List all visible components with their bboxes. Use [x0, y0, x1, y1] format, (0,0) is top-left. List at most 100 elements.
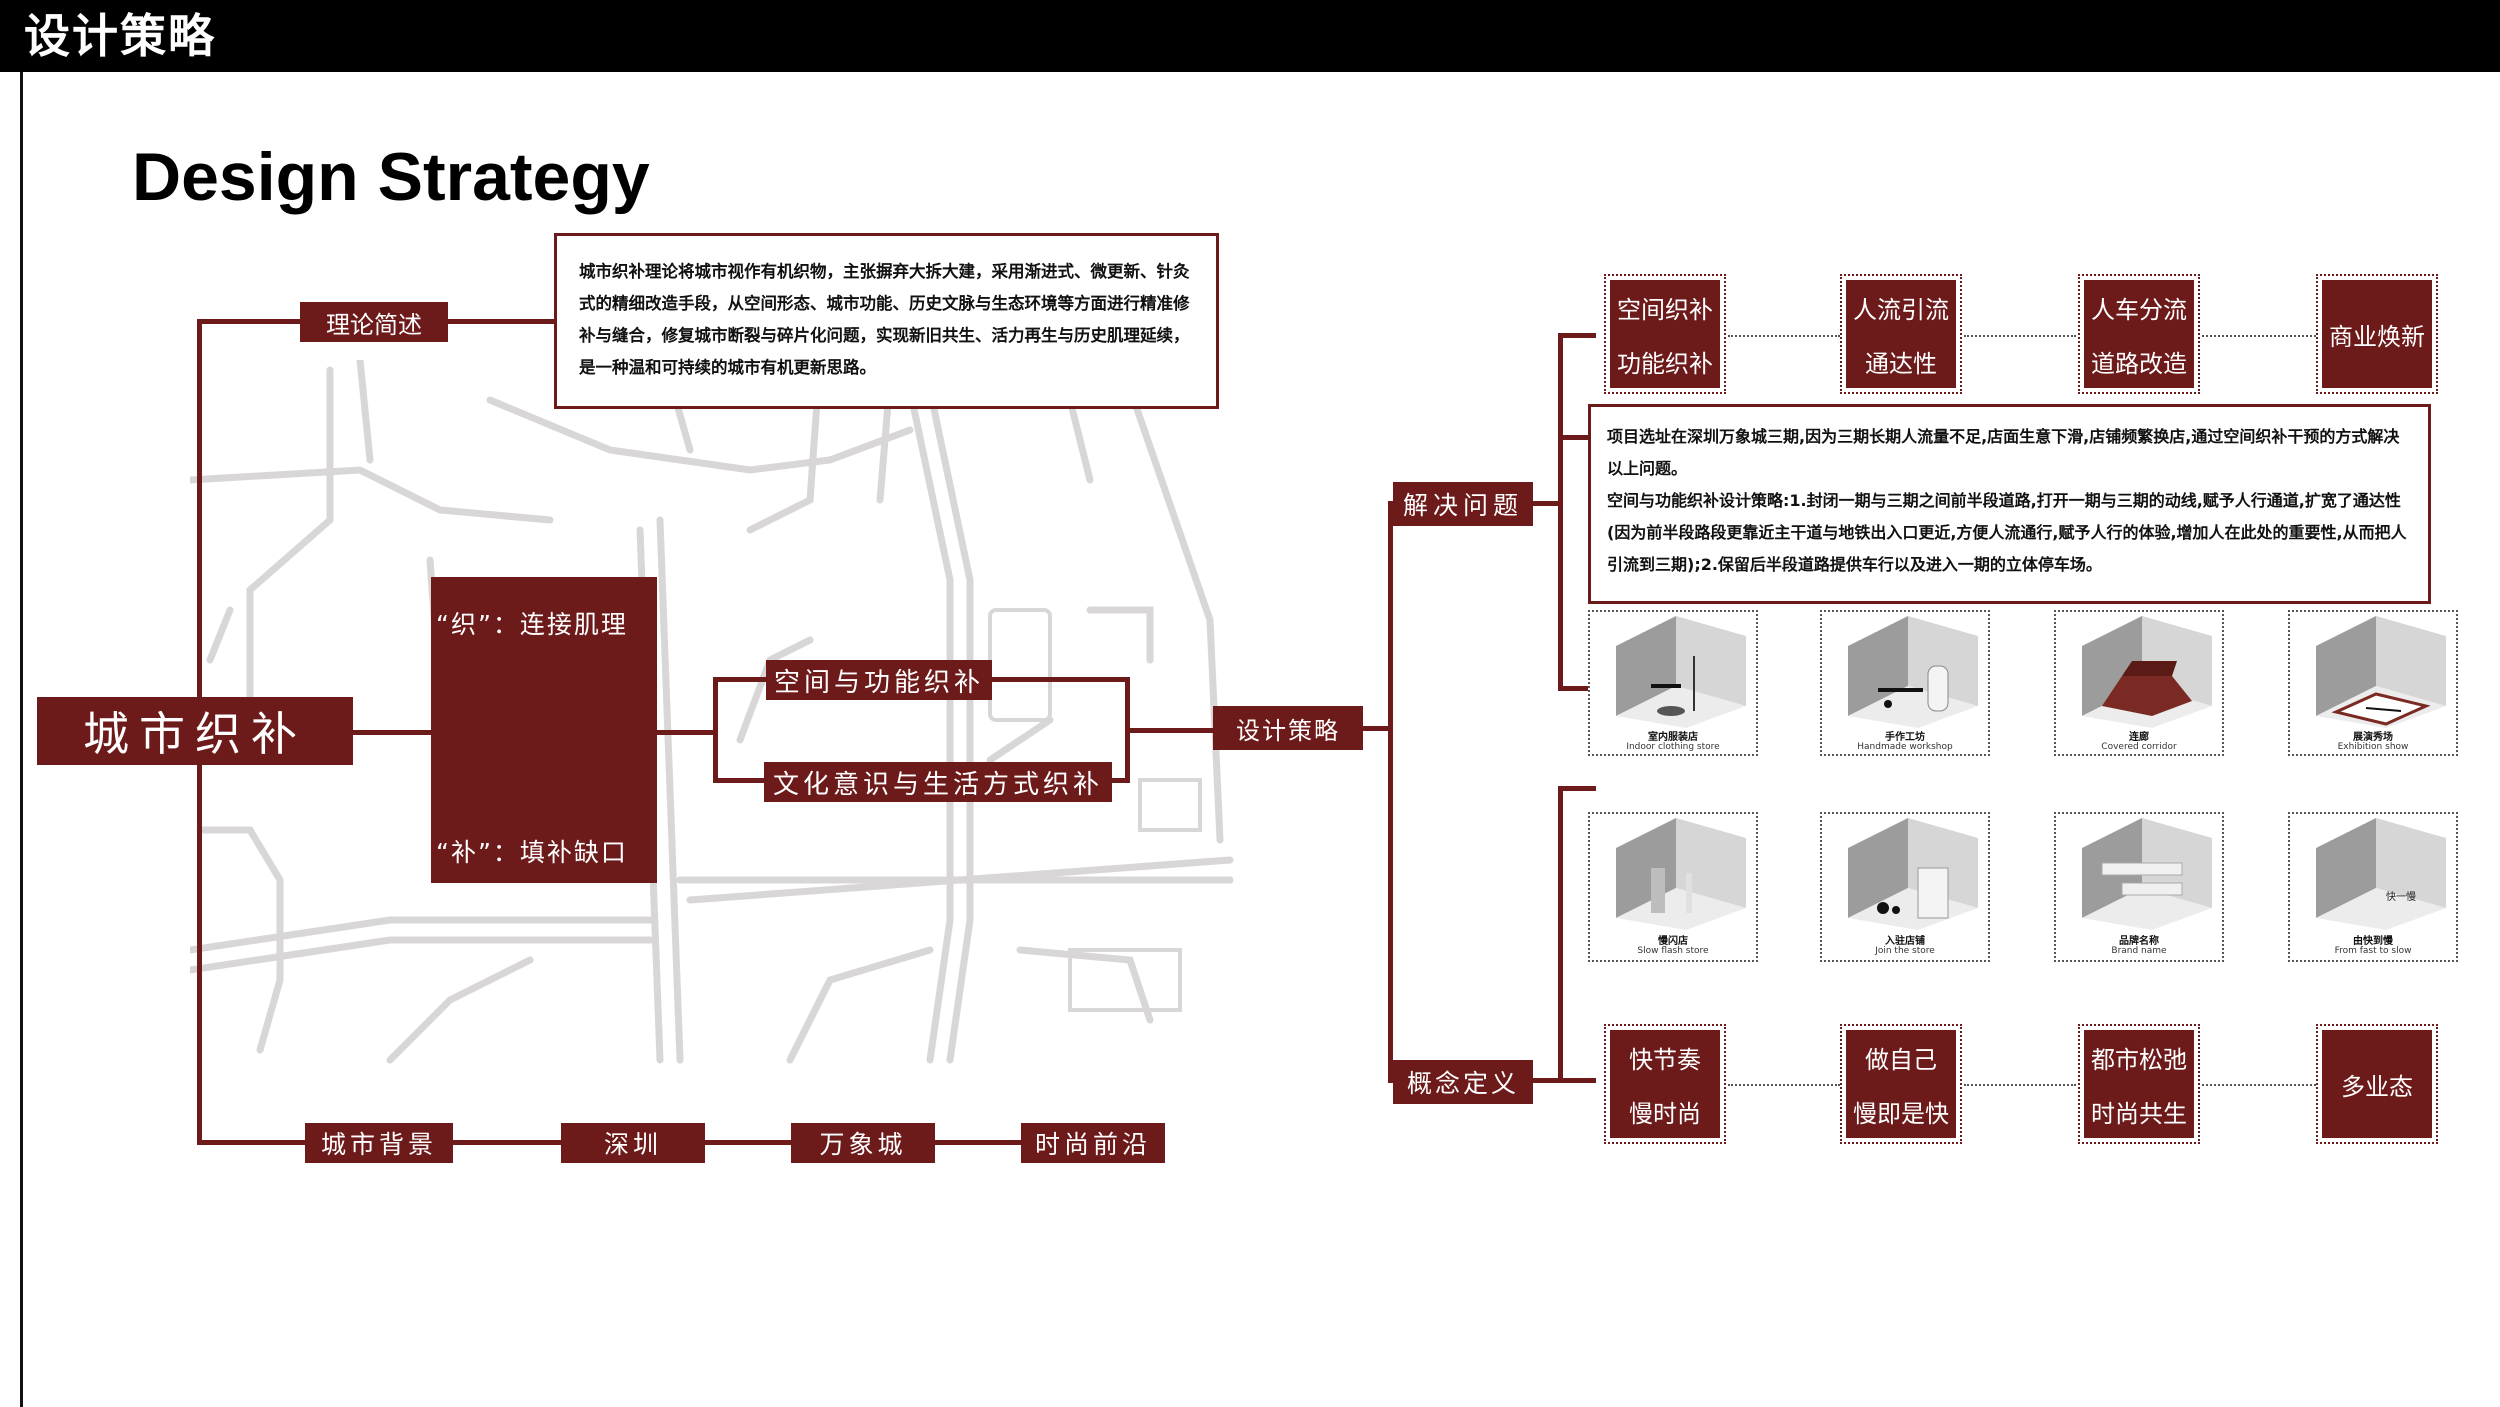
- thumb-3-en: Covered corridor: [2101, 742, 2177, 752]
- page-title: Design Strategy: [132, 139, 650, 215]
- room-model-icon: [1848, 616, 1978, 728]
- problem-text-2: 空间与功能织补设计策略:1.封闭一期与三期之间前半段道路,打开一期与三期的动线,…: [1607, 491, 2407, 574]
- top-chain-1-l2: 功能织补: [1617, 349, 1713, 378]
- concept-to-branch-connector: [655, 730, 715, 735]
- bg-item-4: 时尚前沿: [1021, 1123, 1165, 1163]
- top-chain-dots-2: [1964, 335, 2076, 337]
- header-bar: [0, 0, 2500, 72]
- bg-item-2: 深圳: [561, 1123, 705, 1163]
- top-chain-item-2: 人流引流 通达性: [1840, 274, 1962, 394]
- concept-chain-connector: [1558, 1078, 1596, 1083]
- thumb-8-zh: 由快到慢: [2353, 936, 2393, 947]
- root-node: 城市织补: [37, 697, 353, 765]
- bottom-chain-3-l1: 都市松弛: [2091, 1045, 2187, 1074]
- thumb-inner-text: 快一慢: [2386, 892, 2416, 903]
- strategy-to-right: [1363, 726, 1391, 731]
- thumb-4-zh: 展演秀场: [2353, 732, 2393, 743]
- room-model-icon: [1616, 616, 1746, 728]
- zhi-text: “织”：连接肌理: [436, 610, 628, 639]
- solve-right: [1533, 501, 1561, 506]
- bottom-chain-item-1: 快节奏 慢时尚: [1604, 1024, 1726, 1144]
- bu-text: “补”：填补缺口: [436, 838, 628, 867]
- room-model-icon: [2082, 818, 2212, 930]
- thumb-8-en: From fast to slow: [2334, 946, 2412, 956]
- top-chain-dots-3: [2202, 335, 2316, 337]
- thumb-slow-flash-store: 慢闪店 Slow flash store: [1588, 812, 1758, 962]
- section-title: 设计策略: [24, 9, 216, 63]
- top-chain-3-l1: 人车分流: [2091, 295, 2187, 324]
- bottom-chain-1-l2: 慢时尚: [1629, 1099, 1701, 1128]
- theory-connector: [197, 319, 302, 324]
- thumb-2-zh: 手作工坊: [1885, 732, 1925, 743]
- branch2-connector-left: [713, 778, 769, 783]
- concept-label: 概念定义: [1393, 1060, 1533, 1104]
- right-trunk-line: [1388, 501, 1393, 1083]
- solve-branch-line: [1558, 333, 1563, 691]
- concept-thumb-connector: [1558, 786, 1596, 791]
- bottom-chain-3-l2: 时尚共生: [2091, 1099, 2187, 1128]
- thumb-5-zh: 慢闪店: [1658, 936, 1688, 947]
- theory-to-text-connector: [447, 319, 557, 324]
- thumb-1-zh: 室内服装店: [1648, 732, 1698, 743]
- solve-label: 解决问题: [1393, 482, 1533, 526]
- thumb-fast-to-slow: 快一慢 由快到慢 From fast to slow: [2288, 812, 2458, 962]
- bottom-chain-2-l2: 慢即是快: [1853, 1099, 1949, 1128]
- top-chain-2-l1: 人流引流: [1853, 295, 1949, 324]
- top-chain-3-l2: 道路改造: [2091, 349, 2187, 378]
- room-model-icon: [2082, 616, 2212, 728]
- root-to-concept-connector: [353, 730, 433, 735]
- bg-chain-2: [703, 1140, 793, 1145]
- bg-chain-3: [933, 1140, 1023, 1145]
- room-model-icon: [1848, 818, 1978, 930]
- bottom-chain-1-l1: 快节奏: [1629, 1045, 1701, 1074]
- thumb-6-en: Join the store: [1875, 946, 1935, 956]
- thumb-brand-name: 品牌名称 Brand name: [2054, 812, 2224, 962]
- bottom-chain-4-l1: 多业态: [2341, 1072, 2413, 1101]
- thumb-indoor-clothing: 室内服装店 Indoor clothing store: [1588, 610, 1758, 756]
- thumb-covered-corridor: 连廊 Covered corridor: [2054, 610, 2224, 756]
- thumb-1-en: Indoor clothing store: [1626, 742, 1720, 752]
- top-chain-2-l2: 通达性: [1865, 349, 1937, 378]
- thumb-3-zh: 连廊: [2129, 732, 2149, 743]
- solve-thumb-connector: [1558, 686, 1588, 691]
- thumb-5-en: Slow flash store: [1637, 946, 1709, 956]
- bg-chain-1: [453, 1140, 563, 1145]
- thumb-6-zh: 入驻店铺: [1885, 936, 1925, 947]
- bottom-chain-item-2: 做自己 慢即是快: [1840, 1024, 1962, 1144]
- top-chain-item-3: 人车分流 道路改造: [2078, 274, 2200, 394]
- thumb-2-en: Handmade workshop: [1857, 742, 1953, 752]
- thumb-exhibition-show: 展演秀场 Exhibition show: [2288, 610, 2458, 756]
- branch1-connector-right: [990, 677, 1130, 682]
- bottom-chain-item-3: 都市松弛 时尚共生: [2078, 1024, 2200, 1144]
- room-model-icon: [2316, 818, 2446, 930]
- room-model-icon: [1616, 818, 1746, 930]
- concept-box: [431, 577, 657, 883]
- concept-branch-line: [1558, 786, 1563, 1083]
- branch-space-function: 空间与功能织补: [766, 660, 992, 700]
- strategy-node: 设计策略: [1213, 706, 1363, 750]
- branch2-connector-right: [1110, 778, 1130, 783]
- branch-fork-right: [1125, 677, 1130, 783]
- thumb-handmade-workshop: 手作工坊 Handmade workshop: [1820, 610, 1990, 756]
- top-chain-item-1: 空间织补 功能织补: [1604, 274, 1726, 394]
- bottom-chain-dots-3: [2202, 1084, 2316, 1086]
- bg-item-1: 城市背景: [305, 1123, 453, 1163]
- problem-text-1: 项目选址在深圳万象城三期,因为三期长期人流量不足,店面生意下滑,店铺频繁换店,通…: [1607, 427, 2400, 478]
- problem-text: 项目选址在深圳万象城三期,因为三期长期人流量不足,店面生意下滑,店铺频繁换店,通…: [1588, 404, 2431, 604]
- top-chain-1-l1: 空间织补: [1617, 295, 1713, 324]
- bottom-chain-2-l1: 做自己: [1865, 1045, 1937, 1074]
- theory-label: 理论简述: [300, 302, 448, 342]
- background-connector: [197, 1140, 307, 1145]
- to-strategy-connector: [1130, 728, 1215, 733]
- top-chain-dots-1: [1728, 335, 1840, 337]
- bg-item-3: 万象城: [791, 1123, 935, 1163]
- branch1-connector-left: [713, 677, 769, 682]
- solve-top-connector: [1558, 333, 1596, 338]
- bottom-chain-dots-2: [1964, 1084, 2076, 1086]
- thumb-7-en: Brand name: [2111, 946, 2167, 956]
- concept-right: [1533, 1078, 1561, 1083]
- bottom-chain-dots-1: [1728, 1084, 1840, 1086]
- solve-text-connector: [1558, 435, 1588, 440]
- branch-culture-life: 文化意识与生活方式织补: [764, 762, 1112, 802]
- thumb-7-zh: 品牌名称: [2119, 936, 2159, 947]
